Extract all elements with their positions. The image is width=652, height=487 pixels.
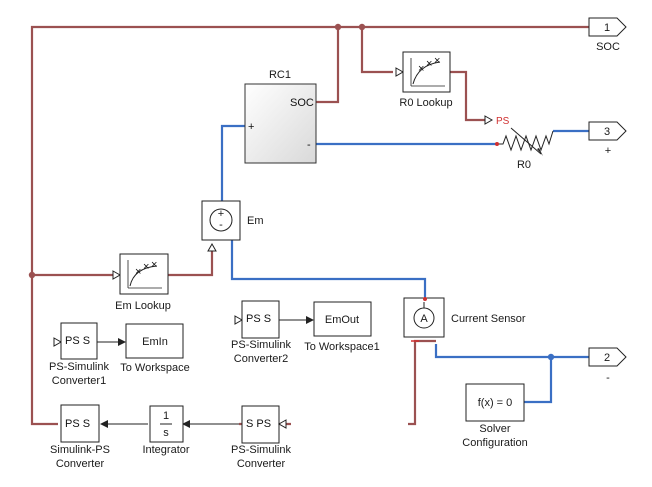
- r0-resistor-block[interactable]: PS R0: [484, 115, 554, 171]
- plus-port-label: +: [605, 145, 611, 157]
- simulink-ps-converter-label1: Simulink-PS: [50, 444, 110, 456]
- simulink-ps-converter-label2: Converter: [56, 458, 105, 470]
- rc1-title: RC1: [269, 69, 291, 81]
- lookup-curve-icon: × × ×: [410, 55, 445, 87]
- r0-label: R0: [517, 159, 531, 171]
- to-workspace1-block[interactable]: EmOut To Workspace1: [304, 301, 380, 353]
- r0-lookup-block[interactable]: × × × R0 Lookup: [395, 51, 453, 109]
- svg-text:×: ×: [418, 63, 424, 75]
- em-lookup-label: Em Lookup: [115, 300, 171, 312]
- integrator-label: Integrator: [142, 444, 189, 456]
- rc1-port-plus-label: +: [248, 121, 254, 133]
- integrator-numerator: 1: [163, 410, 169, 422]
- em-lookup-block[interactable]: × × × Em Lookup: [112, 253, 171, 312]
- svg-text:A: A: [420, 313, 428, 325]
- ps-simulink-converter2-inner: PS S: [246, 313, 271, 325]
- lookup-curve-icon: × × ×: [127, 259, 162, 289]
- r0-ps-tag: PS: [496, 116, 510, 127]
- soc-output-port[interactable]: 1 SOC: [588, 17, 627, 53]
- rc1-port-minus-label: -: [307, 139, 311, 151]
- soc-wire-junctions: [28, 23, 366, 279]
- svg-text:×: ×: [143, 261, 149, 273]
- to-workspace-inner: EmIn: [142, 336, 168, 348]
- ps-simulink-converter1-inner: PS S: [65, 335, 90, 347]
- plus-output-port[interactable]: 3 +: [588, 121, 627, 157]
- to-workspace1-label: To Workspace1: [304, 341, 380, 353]
- signal-wires[interactable]: [97, 316, 314, 428]
- electrical-junction: [547, 353, 555, 361]
- ps-simulink-converter-inner: S PS: [246, 418, 271, 430]
- ps-simulink-converter-label2: Converter: [237, 458, 286, 470]
- ps-simulink-converter1-label1: PS-Simulink: [49, 361, 109, 373]
- svg-text:×: ×: [135, 266, 141, 278]
- to-workspace-block[interactable]: EmIn To Workspace: [120, 323, 190, 374]
- svg-text:×: ×: [434, 55, 440, 67]
- ps-simulink-converter2-block[interactable]: PS S PS-Simulink Converter2: [231, 300, 291, 365]
- simulink-ps-converter-inner: PS S: [65, 418, 90, 430]
- rc1-port-soc-label: SOC: [290, 97, 314, 109]
- simulink-ps-converter-block[interactable]: PS S Simulink-PS Converter: [50, 404, 110, 470]
- minus-output-port[interactable]: 2 -: [588, 347, 627, 384]
- current-sensor-block[interactable]: A Current Sensor: [403, 297, 526, 342]
- to-workspace-label: To Workspace: [120, 362, 190, 374]
- ps-simulink-converter2-label2: Converter2: [234, 353, 288, 365]
- integrator-block[interactable]: 1 s Integrator: [142, 405, 190, 456]
- rc1-block[interactable]: RC1 SOC + -: [244, 69, 317, 164]
- current-sensor-label: Current Sensor: [451, 313, 526, 325]
- em-label: Em: [247, 215, 264, 227]
- r0-lookup-label: R0 Lookup: [399, 97, 452, 109]
- ps-simulink-converter1-label2: Converter1: [52, 375, 106, 387]
- svg-text:×: ×: [151, 259, 157, 271]
- ps-simulink-converter-label1: PS-Simulink: [231, 444, 291, 456]
- svg-text:-: -: [219, 219, 223, 231]
- minus-port-label: -: [606, 372, 610, 384]
- solver-configuration-label2: Configuration: [462, 437, 527, 449]
- ps-simulink-converter-block[interactable]: S PS PS-Simulink Converter: [231, 405, 291, 470]
- soc-port-number: 1: [604, 22, 610, 34]
- em-voltage-source-block[interactable]: + - Em: [201, 200, 264, 252]
- solver-configuration-block[interactable]: f(x) = 0 Solver Configuration: [462, 383, 528, 449]
- plus-port-number: 3: [604, 126, 610, 138]
- soc-wire-network[interactable]: [30, 25, 589, 426]
- solver-configuration-label1: Solver: [479, 423, 511, 435]
- electrical-wire-network[interactable]: [220, 124, 589, 404]
- integrator-denominator: s: [163, 427, 169, 439]
- svg-text:+: +: [218, 208, 224, 220]
- minus-port-number: 2: [604, 352, 610, 364]
- solver-configuration-inner: f(x) = 0: [478, 397, 513, 409]
- ps-simulink-converter1-block[interactable]: PS S PS-Simulink Converter1: [49, 322, 109, 387]
- svg-text:×: ×: [426, 58, 432, 70]
- soc-port-label: SOC: [596, 41, 620, 53]
- ps-simulink-converter2-label1: PS-Simulink: [231, 339, 291, 351]
- to-workspace1-inner: EmOut: [325, 314, 359, 326]
